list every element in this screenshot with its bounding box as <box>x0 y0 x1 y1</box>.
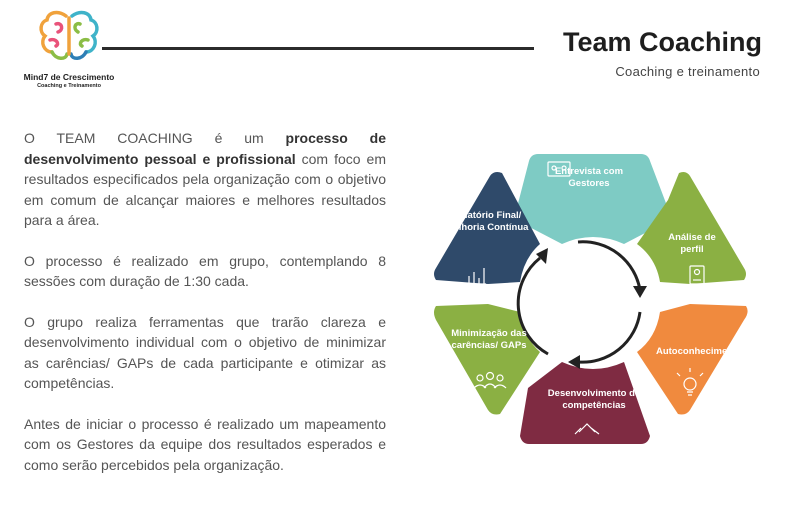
lightbulb-icon <box>676 368 704 396</box>
paragraph-intro: O TEAM COACHING é um processo de desenvo… <box>24 130 386 228</box>
bar-chart-icon <box>466 268 486 285</box>
body-text: O TEAM COACHING é um processo de desenvo… <box>24 128 386 495</box>
paragraph-sessions: O processo é realizado em grupo, contemp… <box>24 252 386 290</box>
cycle-segment-4 <box>434 304 540 415</box>
cycle-segment-5 <box>434 172 540 284</box>
meeting-icon <box>547 161 571 177</box>
paragraph-mapping: Antes de iniciar o processo é realizado … <box>24 415 386 473</box>
cycle-arrows-icon <box>516 240 642 364</box>
brand-tagline: Coaching e Treinamento <box>37 83 101 89</box>
header-divider <box>102 47 534 50</box>
page-title: Team Coaching <box>562 27 762 57</box>
cycle-segment-1 <box>637 172 746 284</box>
cycle-segment-3 <box>520 362 650 444</box>
coaching-cycle-diagram: Entrevista com Gestores Análise de perfi… <box>428 140 758 458</box>
group-icon <box>473 371 507 389</box>
cycle-step-3-label: Desenvolvimento de competências <box>547 388 641 411</box>
cycle-wheel <box>434 154 748 444</box>
profile-document-icon <box>689 265 705 285</box>
cycle-step-5-label: Relatório Final/ Melhoria Contínua <box>445 210 529 233</box>
highlight-text: processo de desenvolvimento pessoal e pr… <box>24 130 386 167</box>
cycle-segment-2 <box>637 304 748 415</box>
brand-logo: Mind7 de Crescimento Coaching e Treiname… <box>14 8 124 90</box>
brand-name: Mind7 de Crescimento <box>23 72 115 82</box>
cycle-step-2-label: Autoconhecimento <box>655 346 743 357</box>
handshake-icon <box>574 423 600 435</box>
brain-logo-icon <box>39 10 99 60</box>
cycle-step-1-label: Análise de perfil <box>668 232 716 255</box>
page-subtitle: Coaching e treinamento <box>615 64 760 79</box>
cycle-step-4-label: Minimização das carências/ GAPs <box>451 328 527 351</box>
cycle-step-0-label: Entrevista com Gestores <box>554 166 624 189</box>
paragraph-tools: O grupo realiza ferramentas que trarão c… <box>24 313 386 392</box>
